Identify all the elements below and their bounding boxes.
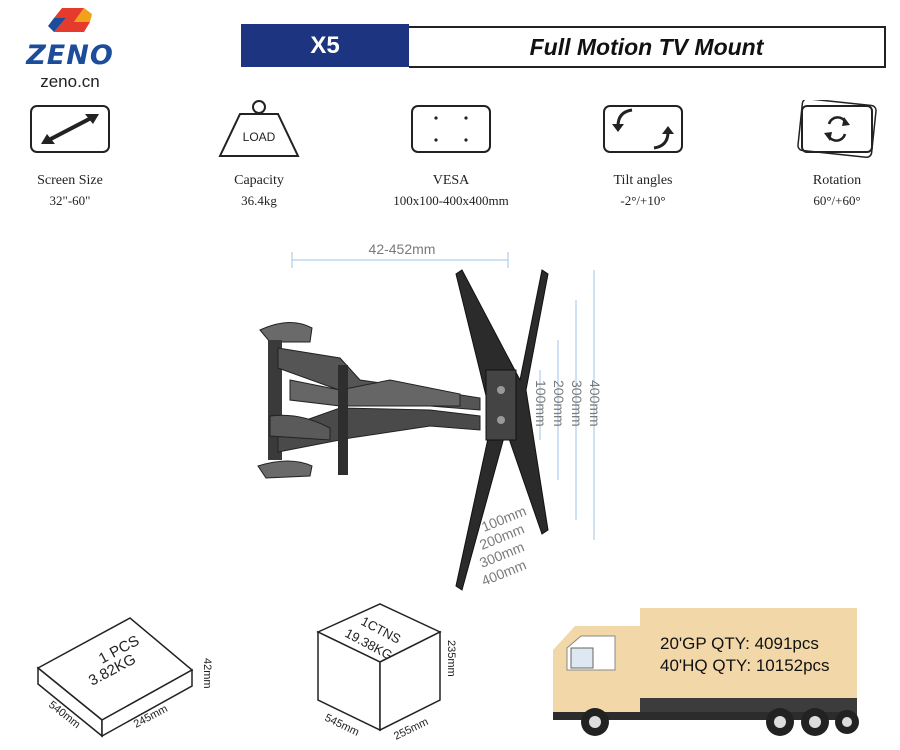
vertical-dim-300: 300mm [569, 380, 585, 427]
qty-40hq: 40'HQ QTY: 10152pcs [660, 656, 830, 675]
brand-name: ZENO [26, 40, 114, 71]
spec-screen-size: Screen Size 32"-60" [0, 100, 140, 210]
spec-label: VESA [432, 173, 470, 188]
weight-icon: LOAD [218, 100, 300, 157]
mount-diagram: 42-452mm 100mm 200mm 300mm 400mm 100mm 2… [257, 241, 603, 591]
zeno-logo-icon [48, 8, 92, 32]
brand-url: zeno.cn [40, 72, 100, 91]
spec-value: -2°/+10° [620, 193, 666, 208]
spec-label: Capacity [234, 173, 284, 188]
spec-vesa: VESA 100x100-400x400mm [381, 100, 521, 210]
spec-capacity: LOAD Capacity 36.4kg [189, 100, 329, 210]
swing-arms [269, 347, 481, 475]
vesa-plate [455, 269, 549, 591]
product-title: Full Motion TV Mount [409, 26, 886, 68]
shipping-qty: 20'GP QTY: 4091pcs 40'HQ QTY: 10152pcs [660, 633, 830, 677]
spec-label: Tilt angles [613, 173, 673, 188]
single-package-box: 1 PCS 3.82KG 540mm 245mm 42mm [36, 617, 213, 738]
spec-value: 60°/+60° [813, 193, 861, 208]
diagonal-arrow-icon [30, 105, 110, 153]
spec-label: Screen Size [37, 173, 103, 188]
spec-value: 32"-60" [49, 193, 91, 208]
spec-tilt: Tilt angles -2°/+10° [573, 100, 713, 210]
model-badge: X5 [241, 24, 409, 67]
carton-height: 235mm [445, 640, 457, 677]
spec-value: 100x100-400x400mm [393, 193, 509, 208]
spec-rotation: Rotation 60°/+60° [767, 98, 900, 210]
weight-icon-text: LOAD [243, 130, 276, 144]
tilt-arrows-icon [603, 105, 683, 153]
vertical-dimensions: 100mm 200mm 300mm 400mm [533, 270, 603, 540]
carton-box: 1CTNS 19.38KG 545mm 255mm 235mm [316, 603, 457, 743]
vertical-dim-100: 100mm [533, 380, 549, 427]
horizontal-dimensions: 100mm 200mm 300mm 400mm [477, 502, 528, 588]
truck-icon [553, 608, 859, 736]
extension-dimension: 42-452mm [369, 241, 436, 257]
spec-label: Rotation [812, 173, 862, 188]
spec-value: 36.4kg [241, 193, 277, 208]
vesa-holes-icon [411, 105, 491, 153]
vertical-dim-200: 200mm [551, 380, 567, 427]
qty-20gp: 20'GP QTY: 4091pcs [660, 634, 819, 653]
vertical-dim-400: 400mm [587, 380, 603, 427]
rotation-icon [797, 98, 877, 158]
single-height: 42mm [201, 658, 213, 689]
